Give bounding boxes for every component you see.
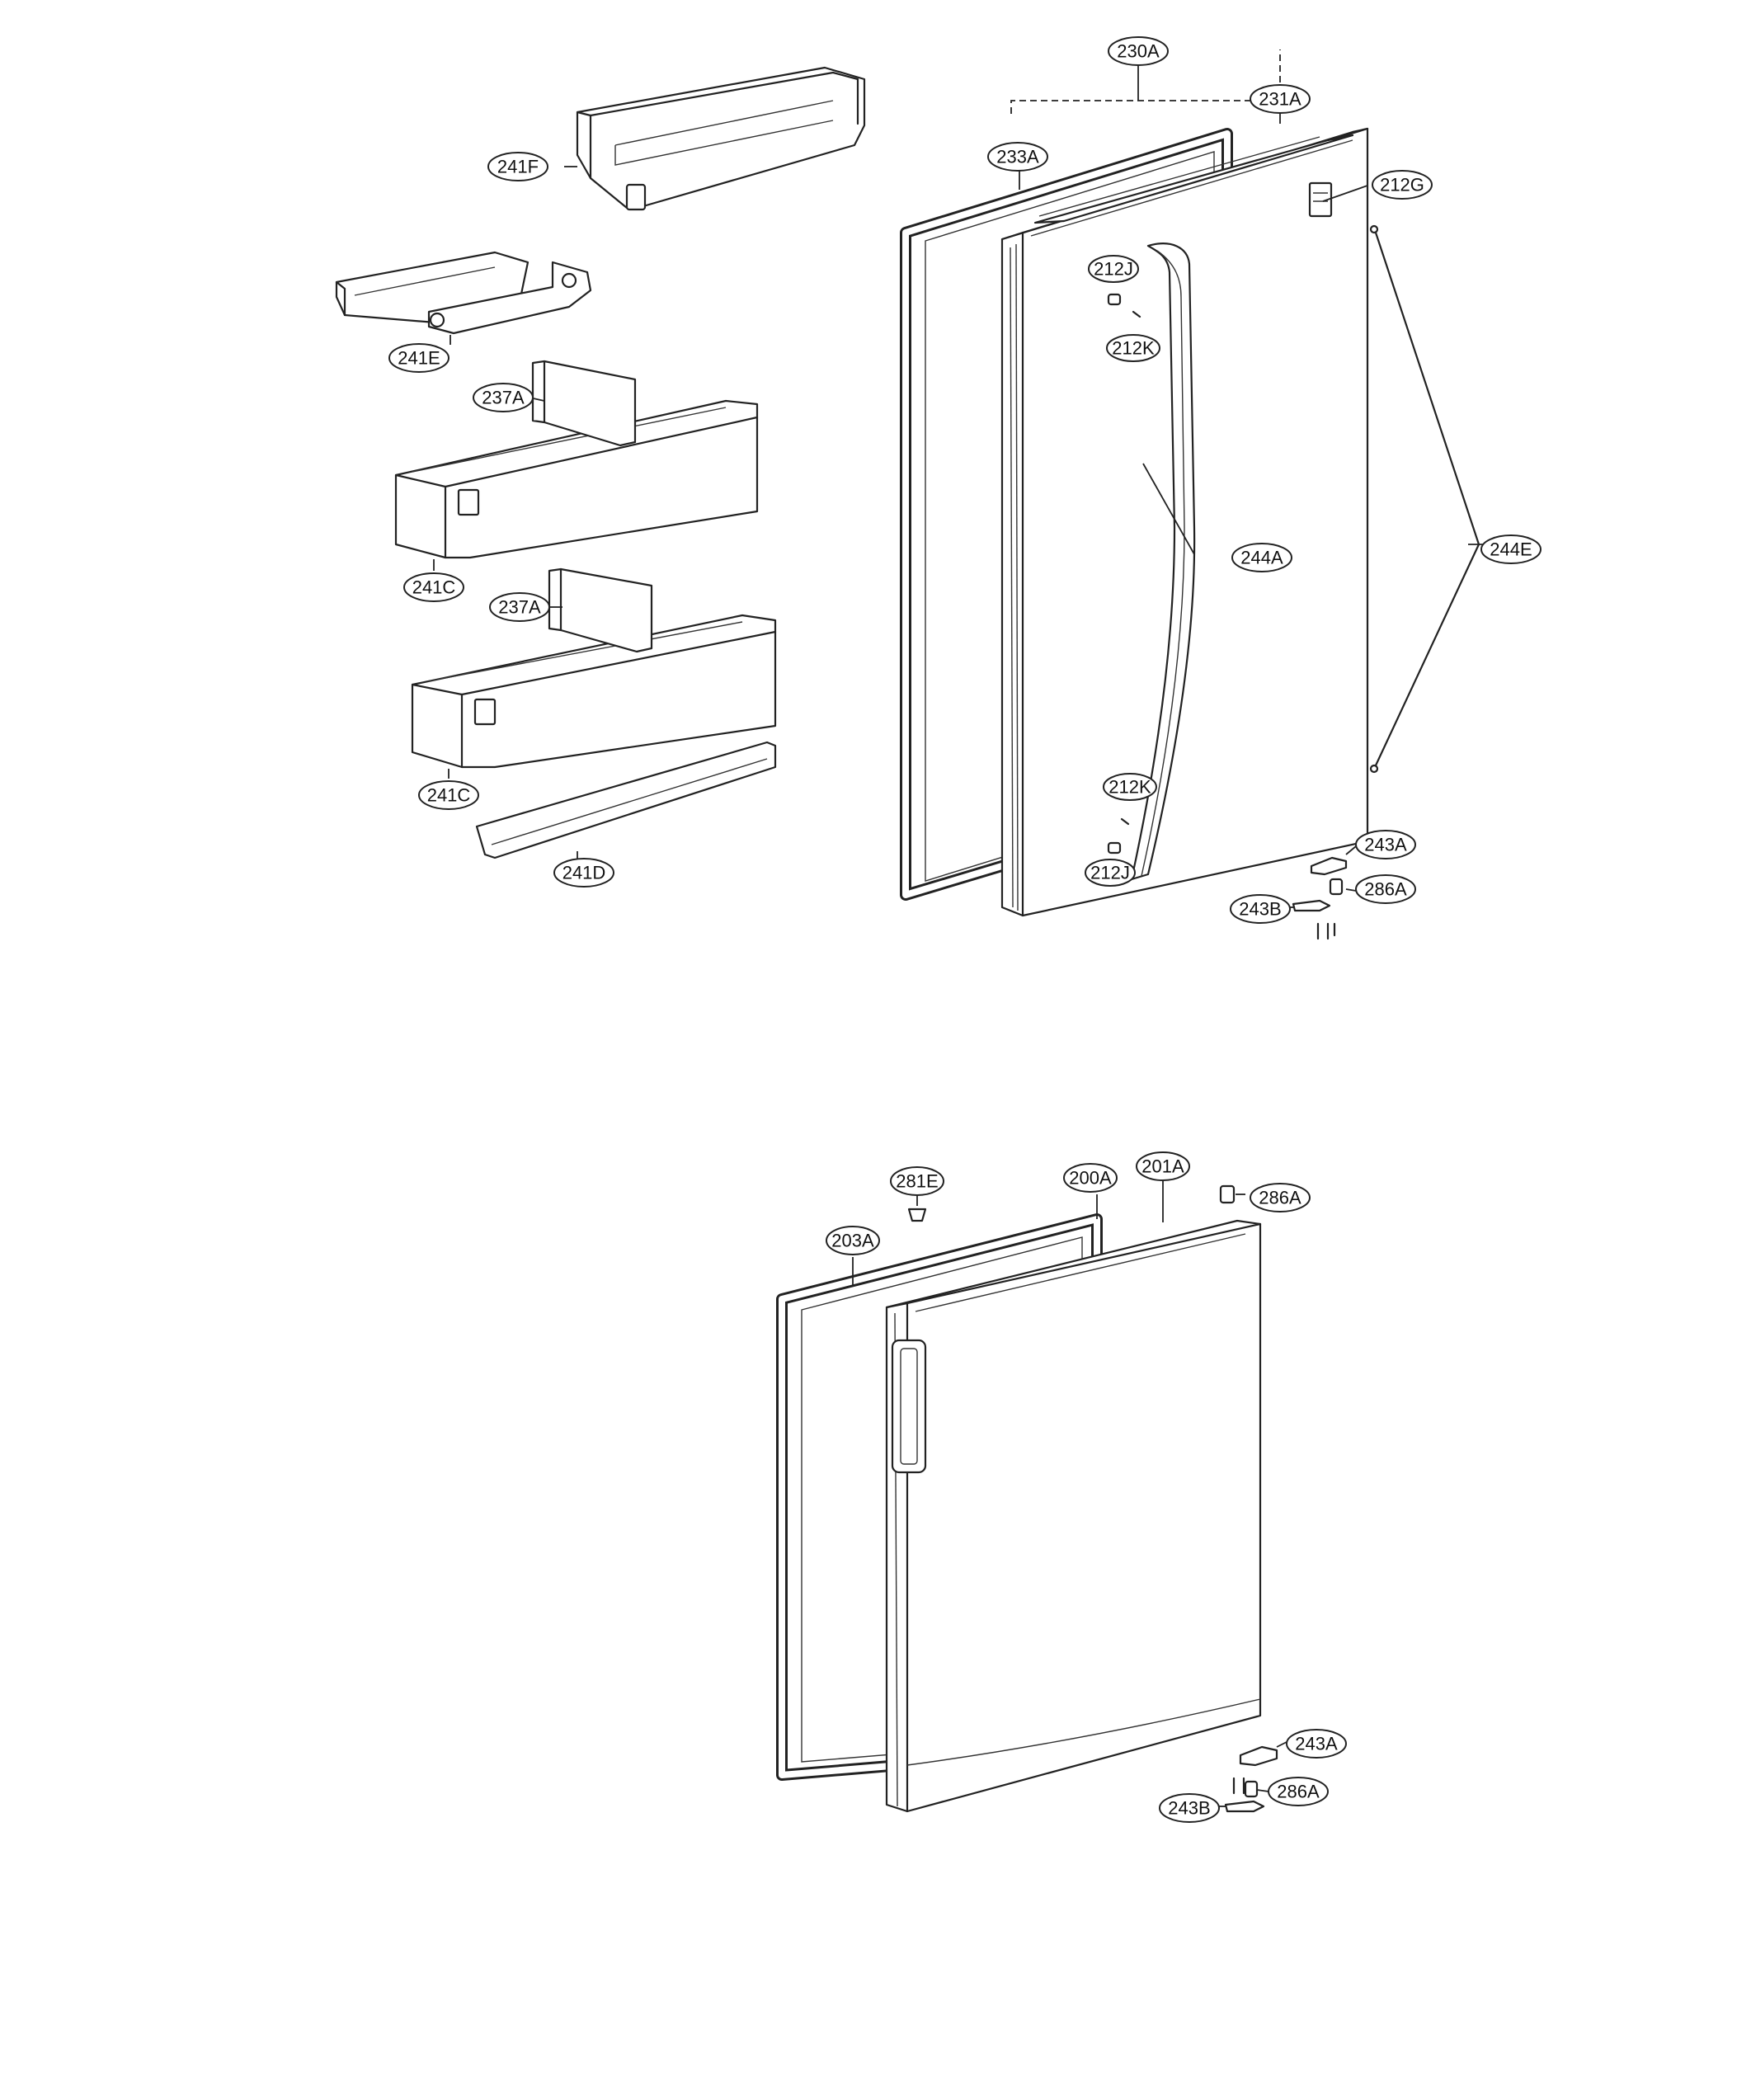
svg-text:212G: 212G (1380, 175, 1424, 195)
bin-241C-lower (411, 614, 777, 769)
svg-text:231A: 231A (1259, 89, 1301, 110)
svg-text:286A: 286A (1364, 879, 1407, 900)
callout-200A: 200A (1063, 1163, 1118, 1193)
bin-241E (335, 251, 592, 335)
svg-text:243B: 243B (1168, 1798, 1210, 1819)
svg-text:241D: 241D (562, 863, 606, 883)
svg-text:200A: 200A (1069, 1168, 1112, 1189)
callout-231A: 231A (1250, 84, 1311, 114)
upper-small-parts (1107, 293, 1348, 940)
divider-237A-upper (531, 360, 637, 447)
lower-door-panel (885, 1219, 1262, 1813)
callout-241F: 241F (487, 152, 548, 181)
lower-door-handle (891, 1339, 927, 1474)
callout-237A-2: 237A (489, 592, 550, 622)
callout-212G: 212G (1372, 170, 1433, 200)
svg-text:237A: 237A (498, 597, 541, 618)
svg-text:212J: 212J (1090, 863, 1130, 883)
callout-237A-1: 237A (473, 383, 534, 412)
callout-281E: 281E (890, 1166, 944, 1196)
brand-badge (1308, 181, 1333, 218)
svg-text:230A: 230A (1117, 41, 1160, 62)
upper-door-handle (1130, 242, 1196, 881)
callout-243B-lower: 243B (1159, 1793, 1220, 1823)
callout-286A-upper: 286A (1355, 874, 1416, 904)
svg-text:244A: 244A (1240, 548, 1283, 568)
svg-text:212K: 212K (1108, 777, 1151, 798)
callout-212K-top: 212K (1106, 334, 1160, 362)
svg-text:237A: 237A (482, 388, 525, 408)
svg-text:286A: 286A (1259, 1188, 1301, 1208)
divider-237A-lower (548, 567, 653, 653)
svg-text:201A: 201A (1141, 1156, 1184, 1177)
callout-243A-lower: 243A (1286, 1729, 1347, 1759)
bar-241D (475, 741, 777, 859)
svg-text:241F: 241F (497, 157, 539, 177)
svg-text:241E: 241E (398, 348, 440, 369)
svg-text:243A: 243A (1364, 835, 1407, 855)
callout-241C-2: 241C (418, 780, 479, 810)
svg-text:212K: 212K (1112, 338, 1155, 359)
callout-230A: 230A (1108, 36, 1169, 66)
callout-241C-1: 241C (403, 572, 464, 602)
svg-text:243A: 243A (1295, 1734, 1338, 1754)
callout-243B-upper: 243B (1230, 894, 1291, 924)
svg-text:203A: 203A (831, 1231, 874, 1251)
svg-text:244E: 244E (1490, 539, 1532, 560)
svg-text:281E: 281E (896, 1171, 938, 1192)
bin-241F (576, 66, 866, 211)
callout-241D: 241D (553, 858, 614, 888)
callout-212J-top: 212J (1088, 255, 1139, 283)
svg-text:241C: 241C (427, 785, 471, 806)
callout-201A: 201A (1136, 1151, 1190, 1181)
door-stop-cord (1369, 224, 1480, 774)
callout-241E: 241E (388, 343, 450, 373)
callout-286A-lower-top: 286A (1250, 1183, 1311, 1212)
callout-244A: 244A (1231, 543, 1292, 572)
svg-text:243B: 243B (1239, 899, 1281, 920)
svg-text:241C: 241C (412, 577, 456, 598)
callout-244E: 244E (1480, 534, 1542, 564)
svg-text:233A: 233A (996, 147, 1039, 167)
callout-203A: 203A (826, 1226, 880, 1255)
callout-233A: 233A (987, 142, 1048, 172)
callout-243A-upper: 243A (1355, 830, 1416, 859)
callout-212K-bottom: 212K (1103, 773, 1157, 801)
svg-text:286A: 286A (1277, 1782, 1320, 1802)
lower-small-parts (907, 1184, 1278, 1813)
bin-241C-upper (394, 399, 759, 559)
callout-212J-bottom: 212J (1085, 859, 1136, 887)
callout-286A-lower: 286A (1268, 1777, 1329, 1806)
svg-text:212J: 212J (1094, 259, 1133, 280)
